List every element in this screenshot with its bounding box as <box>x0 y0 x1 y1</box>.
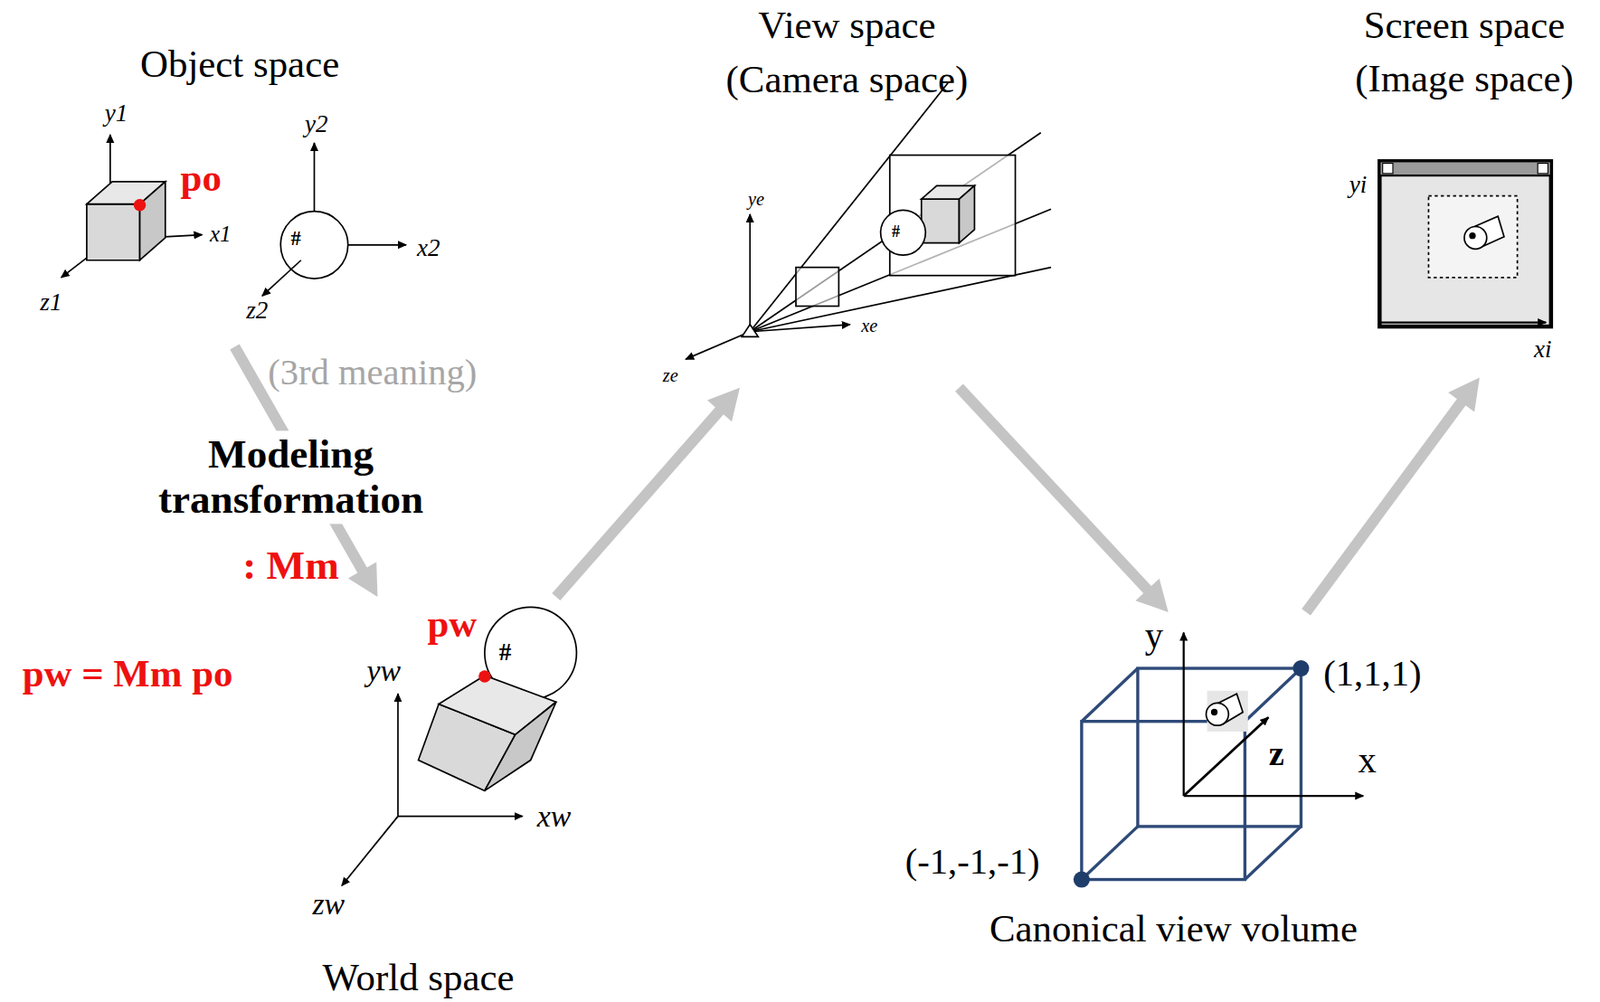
axis-label: zw <box>312 887 345 921</box>
transform-label: Modeling transformation <box>118 430 463 524</box>
axis-label: xi <box>1533 336 1553 364</box>
axis-label: z2 <box>246 297 268 325</box>
coordinate-label: (-1,-1,-1) <box>905 842 1041 883</box>
axis-label: yi <box>1349 171 1368 199</box>
axis-label: y1 <box>104 100 129 128</box>
axis-label: y <box>1145 615 1164 657</box>
space-heading: (Camera space) <box>726 57 969 101</box>
flow-arrow <box>556 388 740 597</box>
space-panel: World space <box>295 596 613 1001</box>
space-panel: View space (Camera space) <box>643 5 1062 389</box>
matrix-label: : Mm <box>242 543 339 589</box>
axis-label: z1 <box>39 289 62 317</box>
point-label: po <box>180 157 222 200</box>
space-heading: Screen space <box>1363 4 1566 48</box>
space-heading: World space <box>322 956 515 999</box>
space-heading: View space <box>757 4 936 48</box>
equation: pw = Mm po <box>22 652 234 695</box>
axis-label: xw <box>537 799 572 834</box>
axis-label: y2 <box>304 111 329 139</box>
mark: # <box>291 227 302 251</box>
space-heading: (Image space) <box>1354 56 1574 100</box>
axis-label: x <box>1358 739 1377 781</box>
axis-label: ze <box>662 365 679 386</box>
mark: # <box>891 223 900 242</box>
flow-arrow <box>958 388 1168 613</box>
annotation: (3rd meaning) <box>267 351 477 393</box>
point-label: pw <box>426 603 477 646</box>
axis-label: yw <box>366 654 401 689</box>
mark: # <box>499 639 512 667</box>
axis-label: x1 <box>209 222 231 247</box>
space-heading: Object space <box>140 42 340 86</box>
axis-label: xe <box>861 315 878 336</box>
space-heading: Canonical view volume <box>989 907 1358 950</box>
coordinate-label: (1,1,1) <box>1323 653 1421 694</box>
axis-label: z <box>1268 734 1285 773</box>
axis-label: ye <box>747 189 765 209</box>
axis-label: x2 <box>416 235 441 263</box>
flow-arrow <box>1306 377 1480 612</box>
